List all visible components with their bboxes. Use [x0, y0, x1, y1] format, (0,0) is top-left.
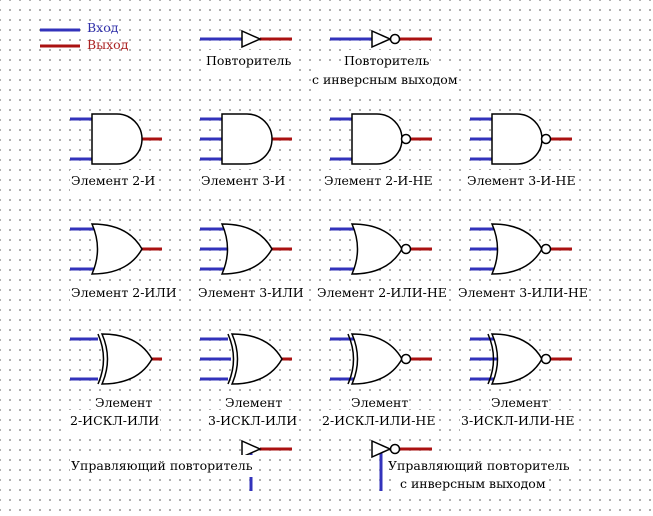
or3-symbol	[220, 223, 273, 275]
or2-label: Элемент 2-ИЛИ	[70, 282, 178, 304]
gate-bodies	[90, 29, 552, 459]
buffer-inverted-symbol	[371, 29, 392, 49]
xnor2-label-line2: 2-ИСКЛ-ИЛИ-НЕ	[321, 410, 437, 432]
nand3-symbol	[491, 113, 543, 165]
tristate-label: Управляющий повторитель	[70, 455, 254, 477]
and3-label: Элемент 3-И	[200, 170, 287, 192]
tristate-inverted-label-line2: с инверсным выходом	[399, 473, 547, 495]
buffer-inverted-label-line2: с инверсным выходом	[311, 69, 459, 91]
xor3-label-line2: 3-ИСКЛ-ИЛИ	[207, 410, 299, 432]
xnor3-symbol	[490, 333, 543, 385]
xnor3-label-line1: Элемент	[490, 392, 550, 414]
xor3-extra-curve	[227, 333, 235, 385]
nor2-bubble	[400, 243, 412, 255]
or3-label: Элемент 3-ИЛИ	[197, 282, 305, 304]
legend-input-label: Вход	[87, 20, 119, 35]
nand2-symbol	[351, 113, 403, 165]
buffer-inverted-bubble	[389, 33, 401, 45]
xnor2-symbol	[350, 333, 403, 385]
xnor3-bubble	[540, 353, 552, 365]
tristate-inverted-symbol	[371, 439, 392, 459]
xnor3-extra-curve	[487, 333, 495, 385]
xnor2-label-line1: Элемент	[350, 392, 410, 414]
nor3-label: Элемент 3-ИЛИ-НЕ	[457, 282, 589, 304]
nand3-bubble	[540, 133, 552, 145]
nand3-label: Элемент 3-И-НЕ	[466, 170, 577, 192]
xnor2-bubble	[400, 353, 412, 365]
nand2-label: Элемент 2-И-НЕ	[323, 170, 434, 192]
and2-symbol	[91, 113, 143, 165]
xor2-symbol	[100, 333, 153, 385]
nor3-symbol	[490, 223, 543, 275]
buffer-inverted-label-line1: Повторитель	[343, 50, 431, 72]
xnor3-label-line2: 3-ИСКЛ-ИЛИ-НЕ	[460, 410, 576, 432]
output-wires	[40, 37, 572, 451]
xnor2-extra-curve	[347, 333, 355, 385]
buffer-label: Повторитель	[205, 50, 293, 72]
and3-symbol	[221, 113, 273, 165]
xor2-label-line2: 2-ИСКЛ-ИЛИ	[69, 410, 161, 432]
tristate-inverted-label-line1: Управляющий повторитель	[387, 455, 571, 477]
nor3-bubble	[540, 243, 552, 255]
nor2-symbol	[350, 223, 403, 275]
xor3-label-line1: Элемент	[224, 392, 284, 414]
xor2-extra-curve	[97, 333, 105, 385]
xor3-symbol	[230, 333, 283, 385]
xor2-label-line1: Элемент	[94, 392, 154, 414]
buffer-symbol	[241, 29, 262, 49]
legend-output-label: Выход	[87, 37, 129, 52]
tristate-symbol	[241, 439, 262, 459]
nor2-label: Элемент 2-ИЛИ-НЕ	[316, 282, 448, 304]
nand2-bubble	[400, 133, 412, 145]
and2-label: Элемент 2-И	[70, 170, 157, 192]
or2-symbol	[90, 223, 143, 275]
tristate-inverted-bubble	[389, 443, 401, 455]
